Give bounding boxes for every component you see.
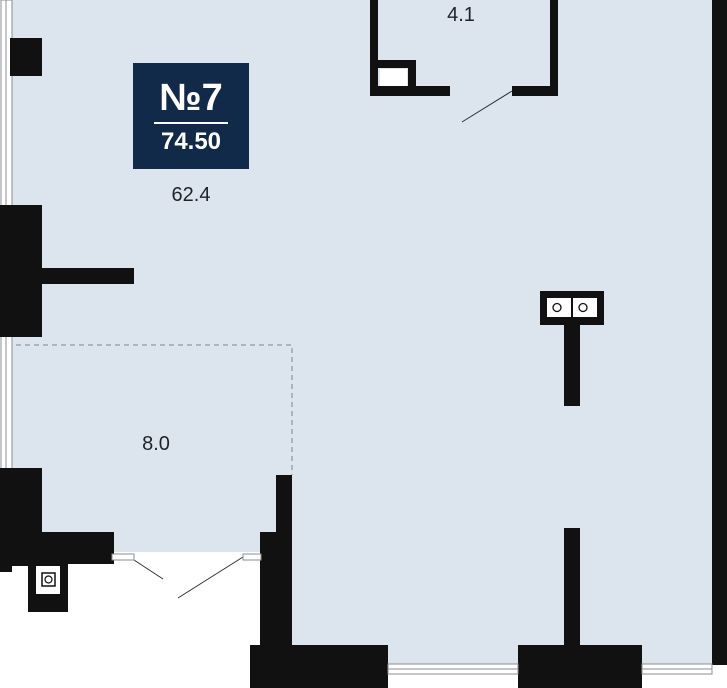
- partition-wall-stub: [40, 268, 134, 284]
- entry-bottom-wall: [40, 532, 114, 564]
- bottom-wall-left: [250, 645, 388, 688]
- bottom-wall-center: [518, 645, 642, 688]
- door-side-wall: [260, 532, 280, 665]
- utility-shaft: [28, 560, 68, 612]
- left-pier-bottom: [0, 468, 42, 566]
- corner-block: [0, 558, 12, 572]
- left-pier-middle: [0, 205, 42, 337]
- entry-zone-boundary: [16, 344, 293, 475]
- badge-divider: [154, 121, 228, 124]
- storage-door-swing: [461, 90, 513, 123]
- central-column: [540, 291, 604, 406]
- entrance-door-swing: [111, 553, 262, 599]
- right-wall: [712, 0, 727, 665]
- storage-room-walls: [370, 0, 558, 96]
- apartment-total-area: 74.50: [160, 127, 222, 155]
- bottom-partition-stub: [564, 528, 580, 648]
- apartment-number: №7: [159, 76, 223, 119]
- room-area-storage: 4.1: [447, 4, 475, 26]
- bottom-window-right: [641, 663, 713, 675]
- apartment-badge: №7 74.50: [133, 63, 249, 169]
- left-pier-top: [10, 38, 42, 76]
- floor-area: [10, 0, 712, 665]
- room-area-main: 62.4: [172, 184, 211, 206]
- bottom-window-left: [387, 663, 519, 675]
- room-area-entry: 8.0: [142, 433, 170, 455]
